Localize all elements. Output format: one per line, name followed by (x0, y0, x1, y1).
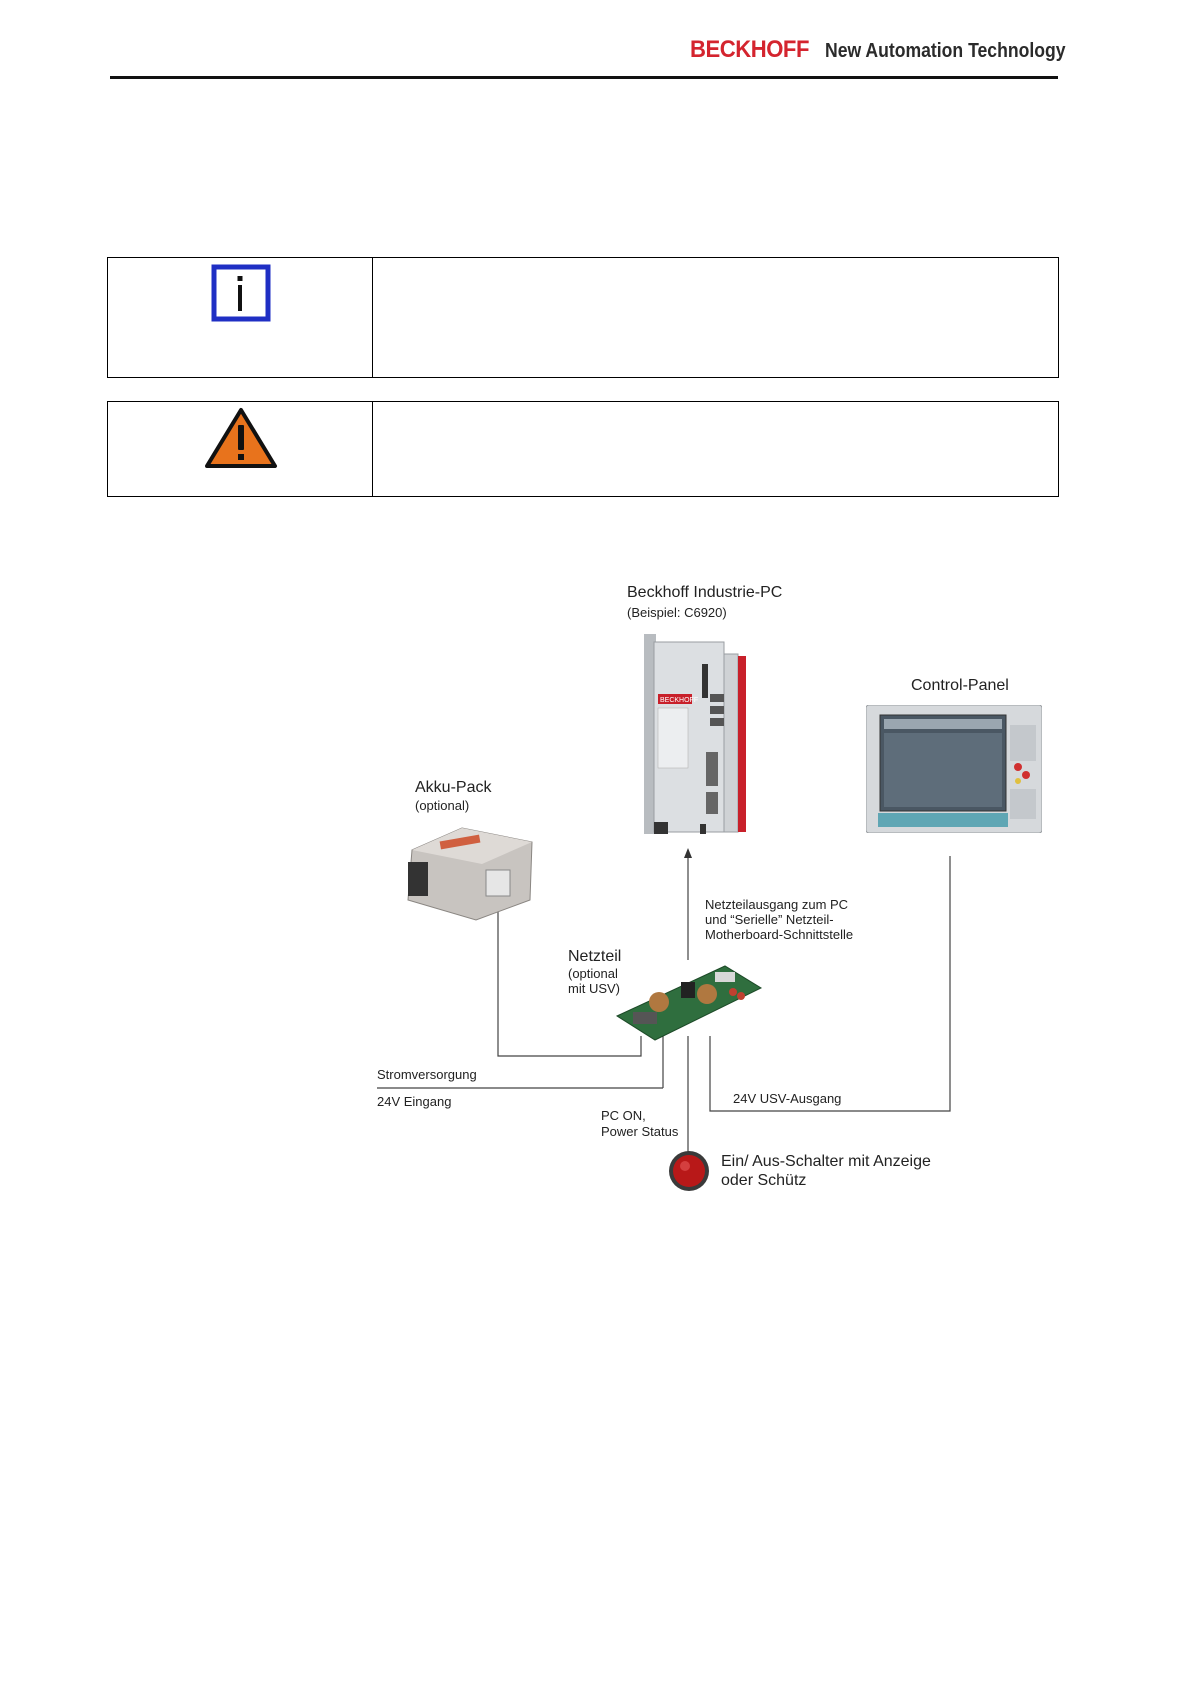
control-panel-image (865, 704, 1043, 838)
psu-output-line-1: Netzteilausgang zum PC (705, 897, 849, 912)
supply-line-1: Stromversorgung (377, 1067, 477, 1082)
beckhoff-logo: BECKHOFF (690, 36, 809, 63)
system-diagram: Beckhoff Industrie-PC (Beispiel: C6920) … (370, 584, 1050, 1197)
brand-tagline: New Automation Technology (825, 40, 1066, 62)
battery-subtitle: (optional) (415, 798, 470, 813)
warning-icon (204, 407, 278, 474)
supply-line-2: 24V Eingang (377, 1094, 452, 1109)
note-divider (372, 402, 373, 496)
switch-line-1: Ein/ Aus-Schalter mit Anzeige (721, 1153, 931, 1170)
psu-output-line-3: Motherboard-Schnittstelle (705, 927, 854, 942)
industrial-pc-image: BECKHOFF (640, 634, 750, 849)
battery-pack-image (402, 822, 538, 927)
psu-title: Netzteil (568, 948, 622, 965)
battery-title: Akku-Pack (415, 779, 492, 796)
industrial-pc-subtitle: (Beispiel: C6920) (627, 605, 727, 620)
control-panel-title: Control-Panel (911, 677, 1009, 694)
power-switch-icon (668, 1150, 710, 1197)
warning-note-box (107, 401, 1059, 497)
info-note-box (107, 257, 1059, 378)
pc-on-line-2: Power Status (601, 1124, 679, 1139)
pc-brand-label: BECKHOFF (660, 697, 698, 704)
brand-header: BECKHOFF New Automation Technology (690, 36, 1099, 64)
switch-line-2: oder Schütz (721, 1172, 807, 1189)
industrial-pc-title: Beckhoff Industrie-PC (627, 584, 783, 601)
note-divider (372, 258, 373, 377)
ups-output-label: 24V USV-Ausgang (733, 1091, 842, 1106)
psu-output-line-2: und “Serielle” Netzteil- (705, 912, 834, 927)
psu-subtitle-1: (optional (568, 966, 618, 981)
psu-board-image (615, 958, 765, 1047)
connection-lines (377, 848, 951, 1152)
pc-on-line-1: PC ON, (601, 1108, 646, 1123)
info-icon (211, 264, 271, 327)
header-rule (110, 76, 1058, 79)
psu-subtitle-2: mit USV) (568, 981, 620, 996)
